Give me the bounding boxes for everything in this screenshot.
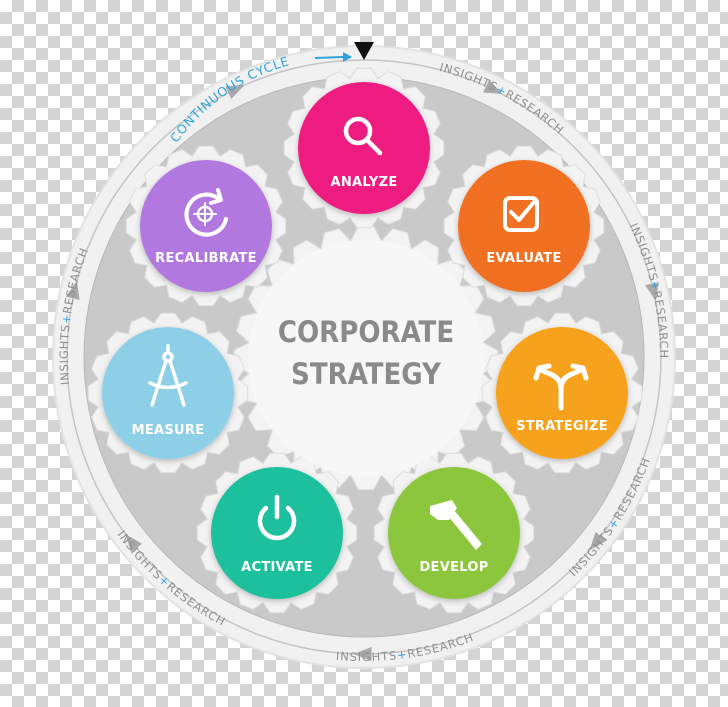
step-label-activate: ACTIVATE [241, 560, 313, 575]
ring-arrow-icon [589, 531, 607, 551]
ring-arrow-icon [353, 647, 372, 662]
step-circle-develop [388, 467, 520, 599]
step-label-measure: MEASURE [132, 423, 205, 438]
compass-icon [148, 344, 188, 407]
step-measure: MEASURE [102, 327, 234, 459]
step-activate: ACTIVATE [211, 467, 343, 599]
ring-arrow-icon [225, 84, 245, 99]
cycle-arrow [314, 56, 344, 59]
step-circle-evaluate [458, 160, 590, 292]
step-circle-measure [102, 327, 234, 459]
step-analyze: ANALYZE [298, 82, 430, 214]
cycle-arrowhead-icon [343, 52, 352, 62]
center-title-line1: CORPORATE [278, 315, 454, 349]
step-label-strategize: STRATEGIZE [516, 419, 608, 434]
split-arrow-icon [533, 363, 589, 411]
magnifier-icon [343, 116, 383, 156]
step-develop: DEVELOP [388, 467, 520, 599]
step-label-analyze: ANALYZE [330, 175, 397, 190]
step-evaluate: EVALUATE [458, 160, 590, 292]
step-circle-analyze [298, 82, 430, 214]
ring-arrow-ticks [65, 79, 659, 662]
hammer-icon [430, 500, 482, 550]
step-recalibrate: RECALIBRATE [140, 160, 272, 292]
ring-arrow-icon [483, 79, 503, 95]
step-circle-activate [211, 467, 343, 599]
ring-arrow-icon [65, 280, 80, 300]
top-marker-icon [354, 42, 374, 60]
step-circle-recalibrate [140, 160, 272, 292]
ring-arrow-icon [645, 282, 659, 302]
center-title-line2: STRATEGY [291, 357, 442, 391]
step-label-develop: DEVELOP [419, 560, 488, 575]
step-strategize: STRATEGIZE [496, 327, 628, 459]
power-icon [257, 494, 297, 541]
step-label-recalibrate: RECALIBRATE [155, 251, 257, 266]
step-label-evaluate: EVALUATE [486, 251, 561, 266]
refresh-target-icon [184, 188, 228, 237]
checkbox-icon [503, 196, 539, 232]
center-gear-hub [248, 240, 484, 476]
ring-arrow-icon [125, 533, 142, 553]
